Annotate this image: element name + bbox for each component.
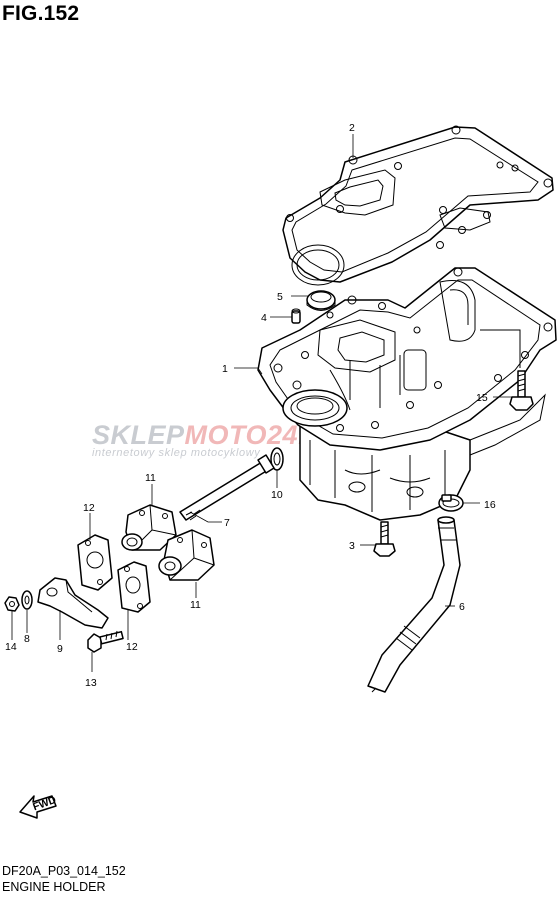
gasket-part: [282, 125, 554, 286]
nut-14-part: [4, 596, 20, 612]
dowel-pin-part: [291, 308, 301, 324]
callout-11a: 11: [145, 472, 156, 484]
figure-title: FIG.152: [2, 2, 80, 25]
callout-7: 7: [224, 517, 230, 529]
plate-12b-part: [117, 561, 151, 613]
washer-8-part: [21, 590, 33, 610]
callout-2: 2: [349, 122, 355, 134]
engine-holder-part: [257, 267, 557, 521]
callout-5: 5: [277, 291, 283, 303]
callout-16: 16: [484, 499, 496, 511]
bolt-13-part: [87, 630, 124, 653]
figure-name: ENGINE HOLDER: [2, 880, 106, 894]
callout-9: 9: [57, 643, 63, 655]
fwd-arrow: FWD: [19, 794, 58, 819]
callout-3: 3: [349, 540, 355, 552]
callout-1: 1: [222, 363, 228, 375]
plate-12a-part: [77, 534, 113, 591]
shaft-7-part: [179, 454, 275, 521]
callout-11b: 11: [190, 599, 201, 611]
bolt-3-part: [373, 521, 396, 557]
mount-bracket-11a-part: [121, 504, 177, 551]
clamp-16-part: [438, 494, 464, 512]
callout-15: 15: [476, 392, 488, 404]
mount-bracket-11b-part: [158, 529, 215, 581]
callout-4: 4: [261, 312, 267, 324]
callout-12a: 12: [83, 502, 95, 514]
bracket-9-part: [37, 577, 109, 629]
oil-seal-part: [306, 290, 336, 311]
callout-12b: 12: [126, 641, 138, 653]
callout-6: 6: [459, 601, 465, 613]
leader-lines: [11, 134, 512, 672]
bolt-15-part: [509, 370, 534, 411]
fwd-label: FWD: [31, 794, 58, 814]
callout-8: 8: [24, 633, 30, 645]
callout-numbers: 2 5 4 1 15 10 11 7 16 12 3 11 6 14 8 9 1…: [5, 122, 496, 689]
figure-code: DF20A_P03_014_152: [2, 864, 126, 878]
callout-10: 10: [271, 489, 283, 501]
callout-14: 14: [5, 641, 17, 653]
hose-6-part: [367, 516, 461, 693]
callout-13: 13: [85, 677, 97, 689]
